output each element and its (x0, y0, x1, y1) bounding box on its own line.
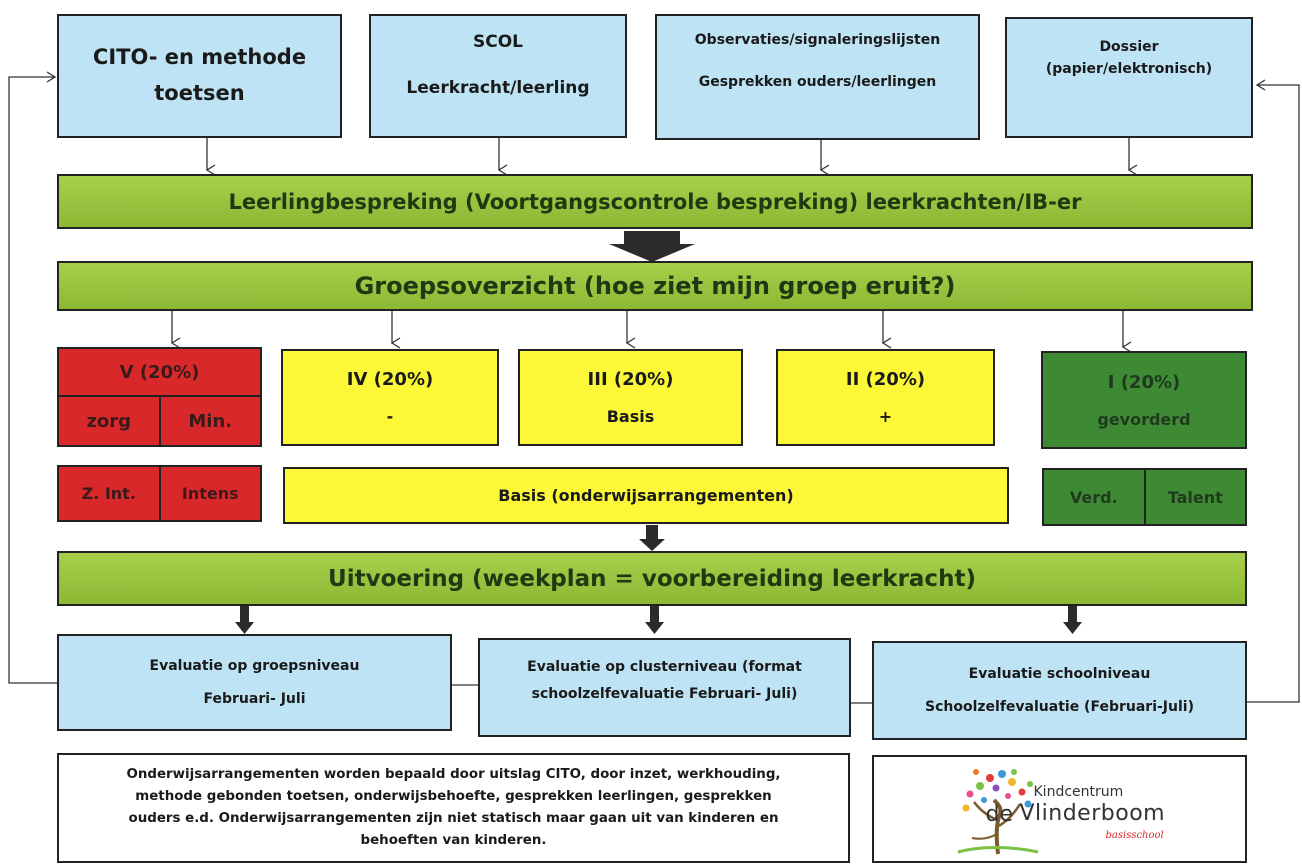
level-v-title: V (20%) (59, 349, 260, 397)
evaluation-cluster-line2: schoolzelfevaluatie Februari- Juli) (531, 685, 798, 702)
leerlingbespreking-label: Leerlingbespreking (Voortgangscontrole b… (228, 189, 1082, 214)
level-iv: IV (20%) - (281, 349, 499, 446)
source-scol-sub: Leerkracht/leerling (406, 78, 590, 98)
arrangement-intens: Intens (158, 467, 261, 520)
source-cito-label: CITO- en methode toetsen (92, 45, 307, 105)
arrow-basis-shaft (646, 525, 658, 539)
level-i-title: I (20%) (1107, 371, 1181, 393)
arrangement-z-int: Z. Int. (81, 484, 136, 503)
level-v-min: Min. (158, 397, 261, 445)
feedback-loop-left (8, 71, 57, 684)
note-line-4: behoeften van kinderen. (360, 833, 547, 849)
arrow-eval-group (235, 622, 254, 634)
evaluation-school: Evaluatie schoolniveau Schoolzelfevaluat… (872, 641, 1247, 740)
arrangement-talent: Talent (1143, 470, 1246, 524)
note-line-3: ouders e.d. Onderwijsarrangementen zijn … (128, 811, 779, 826)
level-iii-title: III (20%) (587, 369, 674, 391)
logo-kindcentrum: Kindcentrum (1033, 784, 1124, 800)
level-ii: II (20%) + (776, 349, 995, 446)
level-v-zorg: zorg (86, 410, 132, 432)
level-iv-title: IV (20%) (346, 369, 434, 391)
level-iv-sub: - (386, 406, 394, 426)
evaluation-school-line1: Evaluatie schoolniveau (968, 665, 1151, 682)
arrangement-basis: Basis (onderwijsarrangementen) (283, 467, 1009, 524)
level-ii-title: II (20%) (845, 369, 926, 391)
source-dossier-line1: Dossier (1099, 39, 1159, 55)
source-dossier: Dossier (papier/elektronisch) (1005, 17, 1253, 138)
uitvoering-label: Uitvoering (weekplan = voorbereiding lee… (328, 565, 976, 592)
source-observaties-line2: Gesprekken ouders/leerlingen (698, 74, 937, 90)
logo-de: de (985, 802, 1014, 827)
feedback-loop-right (1247, 79, 1300, 703)
groepsoverzicht-label: Groepsoverzicht (hoe ziet mijn groep eru… (354, 272, 956, 300)
evaluation-cluster-line1: Evaluatie op clusterniveau (format (527, 659, 802, 675)
arrangement-verd: Verd. (1069, 487, 1118, 507)
logo-name: Vlinderboom (1019, 801, 1166, 826)
level-ii-sub: + (878, 406, 893, 426)
evaluation-school-line2: Schoolzelfevaluatie (Februari-Juli) (925, 699, 1194, 716)
evaluation-cluster: Evaluatie op clusterniveau (format schoo… (478, 638, 851, 737)
arrow-eval-cluster (645, 622, 664, 634)
evaluation-group-line1: Evaluatie op groepsniveau (149, 658, 360, 675)
uitvoering-bar: Uitvoering (weekplan = voorbereiding lee… (57, 551, 1247, 606)
tree-icon (957, 769, 1038, 855)
note-line-2: methode gebonden toetsen, onderwijsbehoe… (135, 788, 772, 804)
level-i: I (20%) gevorderd (1041, 351, 1247, 449)
leerlingbespreking-bar: Leerlingbespreking (Voortgangscontrole b… (57, 174, 1253, 229)
arrangement-basis-label: Basis (onderwijsarrangementen) (498, 486, 794, 505)
level-i-sub: gevorderd (1097, 409, 1191, 429)
level-iii-sub: Basis (606, 406, 655, 426)
logo-basisschool: basisschool (1105, 830, 1164, 841)
evaluation-group: Evaluatie op groepsniveau Februari- Juli (57, 634, 452, 731)
groepsoverzicht-bar: Groepsoverzicht (hoe ziet mijn groep eru… (57, 261, 1253, 311)
source-scol: SCOL Leerkracht/leerling (369, 14, 627, 138)
source-observaties-line1: Observaties/signaleringslijsten (694, 32, 941, 48)
level-iii: III (20%) Basis (518, 349, 743, 446)
source-scol-title: SCOL (472, 32, 523, 52)
level-v: V (20%) zorg Min. (57, 347, 262, 447)
note-box: Onderwijsarrangementen worden bepaald do… (57, 753, 850, 863)
source-dossier-line2: (papier/elektronisch) (1045, 61, 1213, 77)
big-arrow-down (609, 231, 695, 262)
arrangement-red: Z. Int. Intens (57, 465, 262, 522)
logo: Kindcentrum de Vlinderboom basisschool (950, 764, 1170, 855)
source-observaties: Observaties/signaleringslijsten Gesprekk… (655, 14, 980, 140)
note-line-1: Onderwijsarrangementen worden bepaald do… (126, 766, 781, 782)
arrangement-green: Verd. Talent (1042, 468, 1247, 526)
arrow-eval-school (1063, 622, 1082, 634)
logo-box: Kindcentrum de Vlinderboom basisschool (872, 755, 1247, 863)
arrow-basis-head (639, 539, 665, 551)
evaluation-group-line2: Februari- Juli (203, 690, 306, 707)
source-cito: CITO- en methode toetsen (57, 14, 342, 138)
